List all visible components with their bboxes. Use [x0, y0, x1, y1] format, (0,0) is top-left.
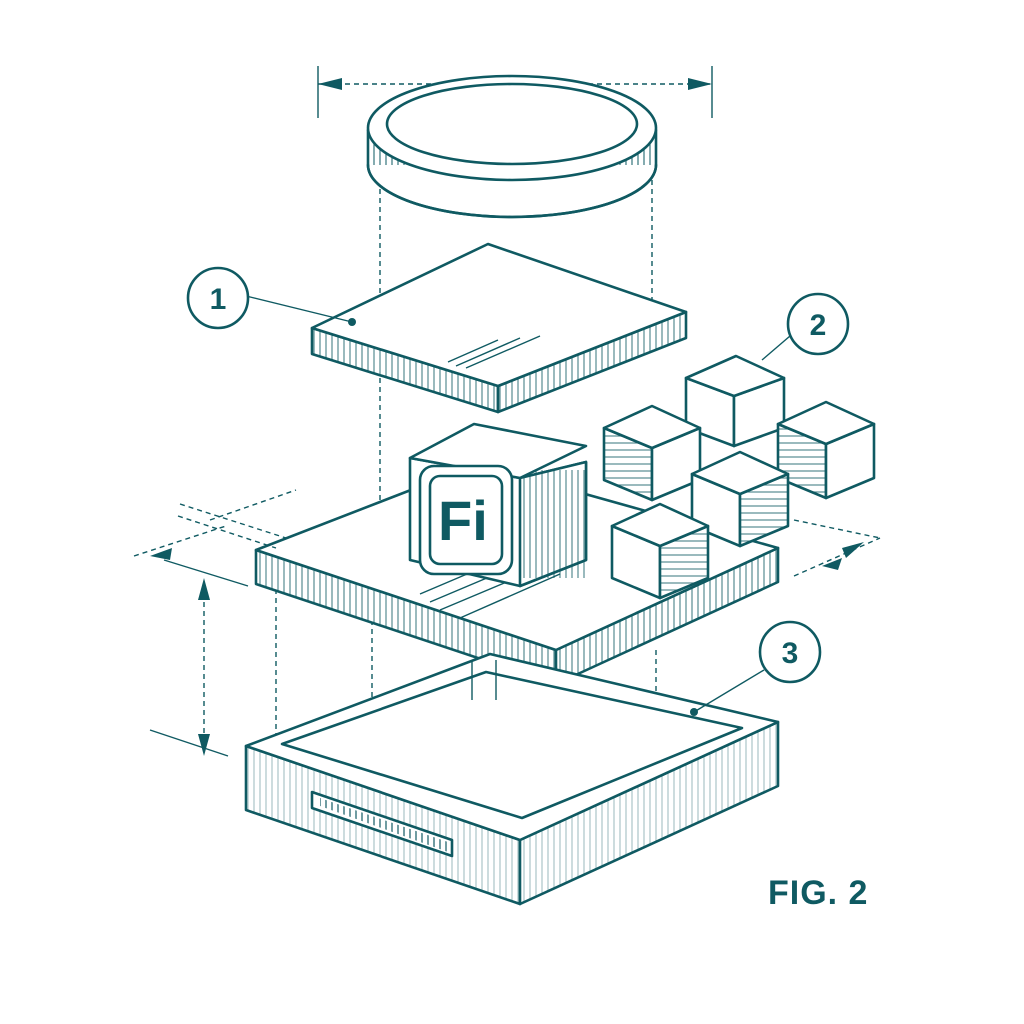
callout-2: 2: [761, 292, 850, 361]
logo-chip: Fi: [408, 422, 588, 588]
leader-lines-left: [133, 489, 297, 560]
leader-lines-right: [793, 519, 881, 577]
callout-1-label: 1: [210, 283, 227, 316]
plate-1: [310, 242, 688, 414]
cube-group: [602, 354, 876, 600]
chip-logo-text: Fi: [438, 489, 488, 552]
side-dimension: [149, 559, 249, 757]
callout-3: 3: [693, 620, 822, 713]
callout-2-label: 2: [810, 309, 827, 342]
cube: [602, 404, 702, 502]
top-dimension: [317, 66, 713, 118]
base-tray: [244, 652, 780, 906]
ring-lid: [366, 74, 658, 219]
figure-label: FIG. 2: [768, 874, 868, 912]
callout-1: 1: [186, 266, 353, 330]
cube: [690, 450, 790, 548]
cube: [776, 400, 876, 500]
callout-3-label: 3: [782, 637, 799, 670]
cube: [610, 502, 710, 600]
